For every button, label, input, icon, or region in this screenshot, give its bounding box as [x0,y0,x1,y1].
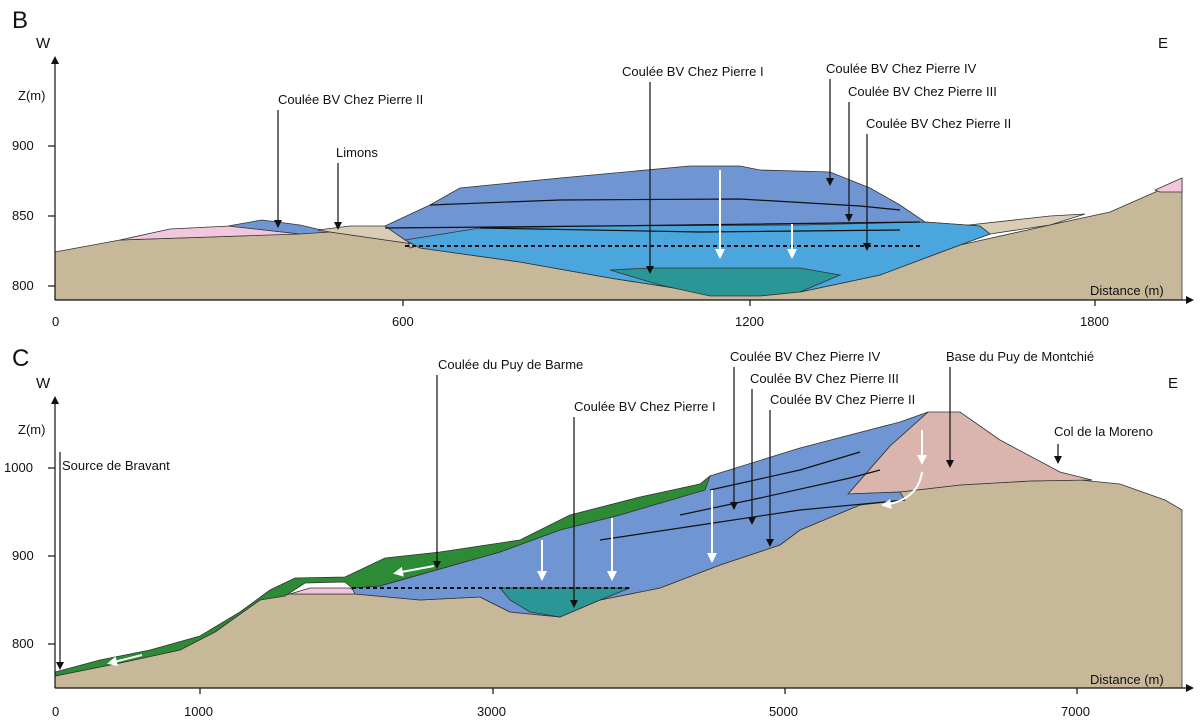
panel-c-y-axis-label: Z(m) [18,422,45,437]
panel-b-label-chez-pierre-ii-left: Coulée BV Chez Pierre II [278,92,423,107]
panel-b-label-chez-pierre-i: Coulée BV Chez Pierre I [622,64,764,79]
panel-c-label-chez-pierre-iii: Coulée BV Chez Pierre III [750,371,899,386]
panel-c: C W E Z(m) 1000 900 800 0 [4,345,1194,719]
panel-b-x-axis-label: Distance (m) [1090,283,1164,298]
panel-b-label-chez-pierre-iii: Coulée BV Chez Pierre III [848,84,997,99]
panel-c-label-source-bravant: Source de Bravant [62,458,170,473]
panel-b-y-tick-label-800: 800 [12,278,34,293]
panel-b-x-tick-label-1200: 1200 [735,314,764,329]
panel-c-letter: C [12,345,29,372]
panel-c-x-tick-label-3000: 3000 [477,704,506,719]
panel-c-east: E [1168,375,1178,392]
panel-c-x-tick-label-0: 0 [52,704,59,719]
panel-b-label-chez-pierre-iv: Coulée BV Chez Pierre IV [826,61,977,76]
panel-c-label-puy-barme: Coulée du Puy de Barme [438,357,583,372]
panel-b-flow-boundary-3 [479,227,901,233]
panel-b-pink-deposit-right [1153,177,1183,193]
panel-c-label-chez-pierre-ii: Coulée BV Chez Pierre II [770,392,915,407]
panel-c-west: W [36,375,51,392]
panel-b-west: W [36,35,51,52]
panel-c-y-tick-label-900: 900 [12,548,34,563]
panel-c-label-base-montchie: Base du Puy de Montchié [946,349,1094,364]
panel-b-y-tick-label-850: 850 [12,208,34,223]
panel-b-x-tick-label-1800: 1800 [1080,314,1109,329]
panel-c-flow-puy-de-barme [54,474,711,677]
panel-c-flow-boundary-2 [679,469,881,516]
panel-c-label-chez-pierre-iv: Coulée BV Chez Pierre IV [730,349,881,364]
panel-c-flow-arrow-barme [393,565,435,577]
panel-c-pink-deposit [289,587,362,595]
panel-b-y-tick-label-900: 900 [12,138,34,153]
panel-c-flow-arrow-curved [881,471,923,509]
panel-c-label-chez-pierre-i: Coulée BV Chez Pierre I [574,399,716,414]
panel-b: B W E Z(m) 900 850 800 [12,7,1194,329]
panel-b-label-limons: Limons [336,145,378,160]
panel-b-label-chez-pierre-ii-right: Coulée BV Chez Pierre II [866,116,1011,131]
panel-b-flow-boundary-2 [384,221,921,229]
panel-c-flow-arrow-bravant [107,654,143,667]
panel-c-flow-boundary-1 [709,451,861,491]
panel-c-x-tick-label-7000: 7000 [1061,704,1090,719]
panel-c-y-tick-label-1000: 1000 [4,460,33,475]
panel-c-label-col-moreno: Col de la Moreno [1054,424,1153,439]
panel-c-teal-core [499,587,631,618]
panel-b-east: E [1158,35,1168,52]
panel-b-teal-core [609,267,842,297]
panel-b-letter: B [12,7,28,34]
panel-b-flow-boundary-1 [429,198,901,211]
panel-b-x-tick-label-0: 0 [52,314,59,329]
panel-c-x-tick-label-5000: 5000 [769,704,798,719]
panel-c-x-tick-label-1000: 1000 [184,704,213,719]
panel-b-y-axis-label: Z(m) [18,88,45,103]
panel-c-y-tick-label-800: 800 [12,636,34,651]
panel-c-x-axis-label: Distance (m) [1090,672,1164,687]
panel-b-x-tick-label-600: 600 [392,314,414,329]
